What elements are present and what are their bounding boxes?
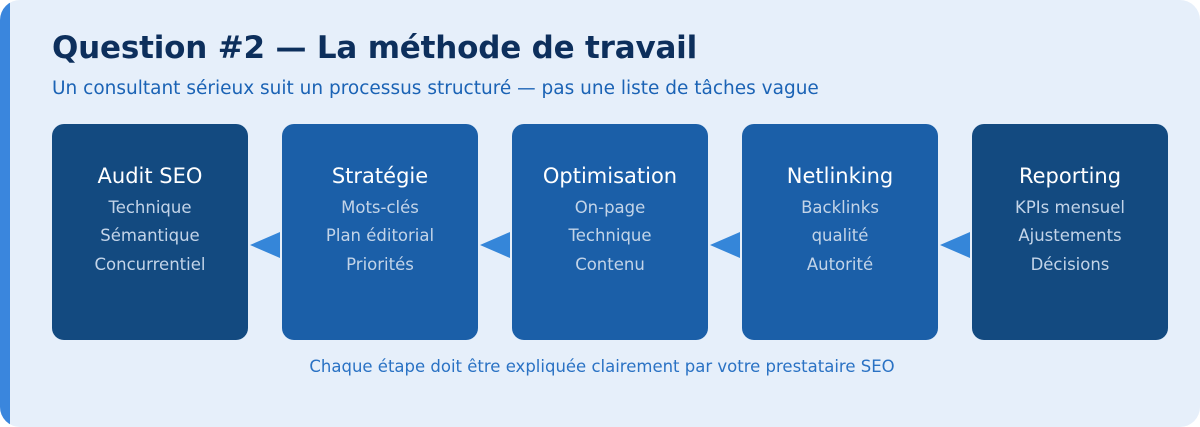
step-card-strategie[interactable]: Stratégie Mots-clés Plan éditorial Prior… (282, 123, 478, 340)
left-accent-bar (0, 0, 10, 427)
step-item: Plan éditorial (325, 226, 435, 246)
step-items: Technique Sémantique Concurrentiel (95, 194, 206, 279)
flow-connector-1 (248, 230, 282, 260)
step-items: KPIs mensuel Ajustements Décisions (1015, 194, 1125, 279)
arrow-left-triangle-icon (479, 230, 511, 260)
arrow-left-triangle-icon (249, 230, 281, 260)
step-item: Technique (568, 226, 652, 246)
step-item: Backlinks (801, 197, 879, 217)
flow-connector-3 (708, 230, 742, 260)
step-item: qualité (811, 226, 869, 246)
arrow-left-triangle-icon (709, 230, 741, 260)
process-flow: Audit SEO Technique Sémantique Concurren… (52, 123, 1168, 340)
step-item: Concurrentiel (94, 254, 206, 274)
step-card-audit-seo[interactable]: Audit SEO Technique Sémantique Concurren… (52, 123, 248, 340)
step-card-reporting[interactable]: Reporting KPIs mensuel Ajustements Décis… (972, 123, 1168, 340)
step-title: Optimisation (542, 163, 678, 188)
step-card-netlinking[interactable]: Netlinking Backlinks qualité Autorité (742, 123, 938, 340)
step-title: Audit SEO (97, 163, 203, 188)
step-items: On-page Technique Contenu (568, 194, 651, 279)
flow-connector-4 (938, 230, 972, 260)
step-title: Stratégie (331, 163, 429, 188)
step-title: Netlinking (786, 163, 894, 188)
step-item: KPIs mensuel (1015, 197, 1125, 217)
step-item: Sémantique (100, 226, 200, 246)
step-items: Backlinks qualité Autorité (801, 194, 879, 279)
step-card-optimisation[interactable]: Optimisation On-page Technique Contenu (512, 123, 708, 340)
page-subtitle: Un consultant sérieux suit un processus … (52, 77, 819, 99)
step-item: Contenu (575, 254, 645, 274)
step-item: Autorité (806, 254, 874, 274)
footer-note: Chaque étape doit être expliquée clairem… (309, 356, 895, 376)
step-items: Mots-clés Plan éditorial Priorités (326, 194, 434, 279)
page-title: Question #2 — La méthode de travail (52, 30, 698, 66)
step-item: Ajustements (1018, 226, 1122, 246)
flow-connector-2 (478, 230, 512, 260)
step-item: Décisions (1030, 254, 1110, 274)
step-title: Reporting (1018, 163, 1122, 188)
panel-content: Question #2 — La méthode de travail Un c… (10, 0, 1200, 427)
step-item: Mots-clés (341, 197, 419, 217)
arrow-left-triangle-icon (939, 230, 971, 260)
step-item: On-page (574, 197, 646, 217)
step-item: Technique (108, 197, 192, 217)
step-item: Priorités (346, 254, 414, 274)
